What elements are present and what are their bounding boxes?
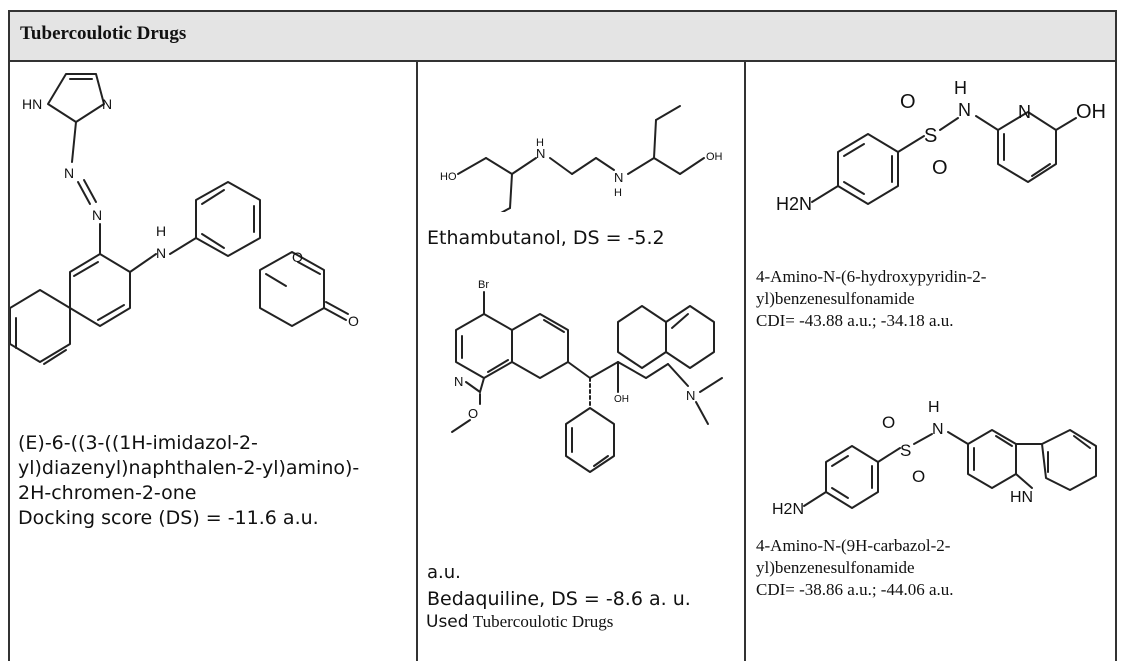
atom-n-ring: N [454, 374, 463, 389]
structure-bedaquiline: Br N O OH [451, 279, 723, 473]
caption-line: 4-Amino-N-(9H-carbazol-2- [756, 536, 951, 555]
atom-n-2: N [614, 170, 623, 185]
structure-imidazolyl-azo-naphthyl-chromenone: HN N N N H N [10, 73, 359, 365]
caption-line: CDI= -43.88 a.u.; -34.18 a.u. [756, 311, 954, 330]
atom-h2n-2: H2N [772, 501, 804, 518]
atom-o-methoxy: O [468, 406, 478, 421]
atom-o-top-2: O [882, 413, 895, 432]
structure-ethambutanol: HO N H N H OH [440, 105, 723, 212]
bedaquiline-caption: Bedaquiline, DS = -8.6 a. u. [427, 588, 691, 610]
caption-line: 4-Amino-N-(6-hydroxypyridin-2- [756, 267, 987, 286]
atom-hn: HN [22, 96, 42, 112]
table-header-row: Tubercoulotic Drugs [10, 12, 1115, 62]
atom-o-carbonyl: O [348, 313, 359, 329]
caption-line: Docking score (DS) = -11.6 a.u. [18, 507, 319, 529]
atom-oh-bedaquiline: OH [614, 394, 629, 405]
atom-h-1b: H [954, 78, 967, 98]
compound-1-caption: (E)-6-((3-((1H-imidazol-2- yl)diazenyl)n… [18, 431, 359, 531]
atom-n-azo-2: N [92, 207, 102, 223]
atom-ho: HO [440, 171, 457, 183]
structure-carbazolyl-sulfonamide: H2N S O O H N HN [772, 399, 1097, 518]
atom-o-top-1: O [900, 91, 916, 113]
atom-hn-2: HN [1010, 489, 1033, 506]
column-compound-2: HO N H N H OH Ethambutanol, DS = -5.2 Br [418, 62, 746, 661]
atom-oh-1: OH [1076, 101, 1106, 123]
au-line: a.u. [427, 562, 461, 583]
atom-h-amine: H [156, 223, 166, 239]
atom-n-sulf-2: N [932, 421, 944, 438]
caption-line: yl)benzenesulfonamide [756, 558, 915, 577]
used-prefix: Used [426, 612, 469, 632]
atom-h-2: H [614, 187, 622, 199]
atom-n-azo-1: N [64, 165, 74, 181]
atom-s-1: S [924, 125, 937, 147]
atom-o-bottom-2: O [912, 467, 925, 486]
atom-br: Br [478, 279, 489, 291]
ethambutanol-caption: Ethambutanol, DS = -5.2 [427, 227, 665, 249]
atom-h-2b: H [928, 399, 940, 416]
caption-line: CDI= -38.86 a.u.; -44.06 a.u. [756, 580, 954, 599]
table-title: Tubercoulotic Drugs [20, 23, 187, 44]
atom-oh: OH [706, 151, 723, 163]
compound-3b-caption: 4-Amino-N-(9H-carbazol-2- yl)benzenesulf… [756, 535, 954, 601]
structure-hydroxypyridinyl-sulfonamide: H2N S O O H N N OH [776, 78, 1106, 214]
atom-n-1: N [536, 146, 545, 161]
caption-line: yl)benzenesulfonamide [756, 289, 915, 308]
atom-h2n-1: H2N [776, 194, 812, 214]
atom-o-ring: O [292, 249, 303, 265]
atom-n-ring-1: N [1018, 102, 1031, 122]
atom-s-2: S [900, 441, 911, 460]
atom-o-bottom-1: O [932, 157, 948, 179]
column-compound-1: HN N N N H N [10, 62, 418, 661]
used-drugs-note: Used Tubercoulotic Drugs [426, 612, 613, 632]
atom-n-amine: N [156, 245, 166, 261]
drugs-table: Tubercoulotic Drugs HN N N N H [8, 10, 1117, 661]
atom-n-dimethyl: N [686, 388, 695, 403]
caption-line: yl)diazenyl)naphthalen-2-yl)amino)- [18, 457, 360, 479]
atom-n-imidazole: N [102, 96, 112, 112]
atom-n-sulf-1: N [958, 100, 971, 120]
caption-line: (E)-6-((3-((1H-imidazol-2- [18, 432, 258, 454]
used-suffix: Tubercoulotic Drugs [472, 612, 614, 631]
atom-h-1: H [536, 137, 544, 149]
caption-line: 2H-chromen-2-one [18, 482, 197, 504]
column-compound-3: H2N S O O H N N OH 4-Amino-N-(6-hydroxyp… [746, 62, 1115, 661]
compound-3a-caption: 4-Amino-N-(6-hydroxypyridin-2- yl)benzen… [756, 266, 986, 332]
